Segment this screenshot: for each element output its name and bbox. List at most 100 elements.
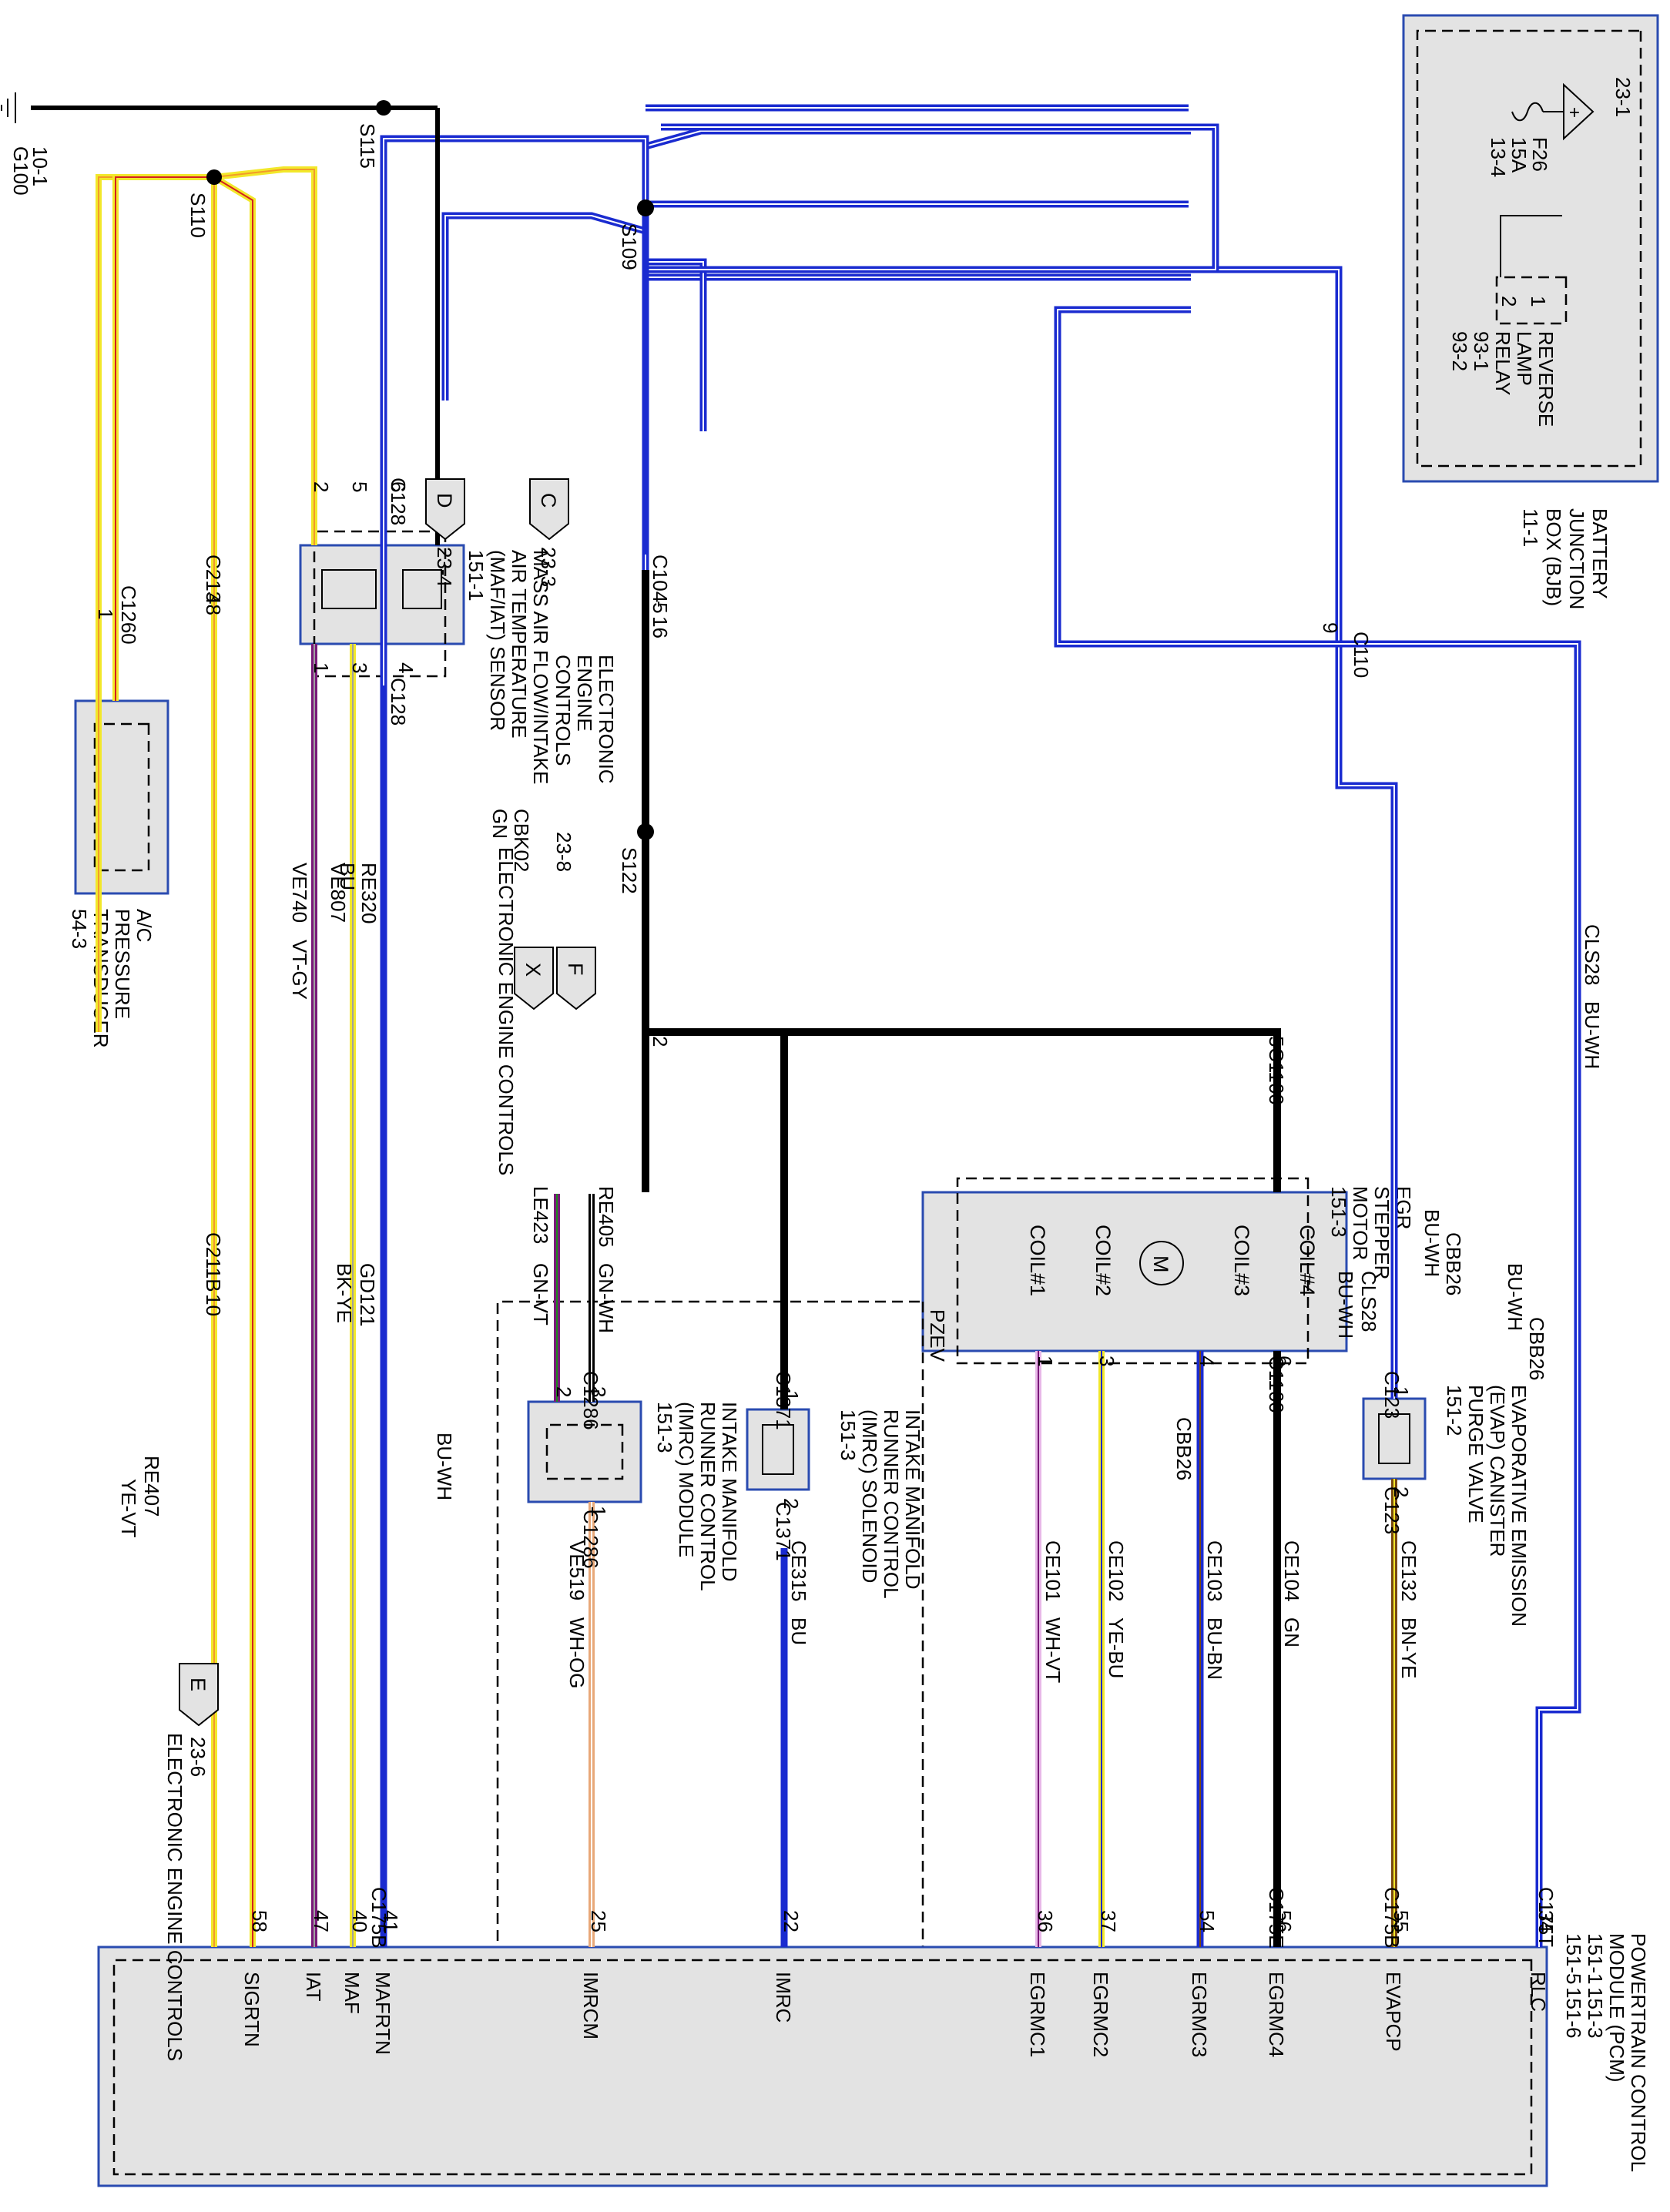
pin-pcm-54: 54 xyxy=(1195,1910,1219,1932)
ect-xf-ref: 23-8 xyxy=(552,832,575,872)
wire-label-buwh-3: BU-WH xyxy=(1334,1271,1357,1339)
ect-label-1: ELECTRONIC xyxy=(595,655,618,784)
wire-gd121 xyxy=(31,106,440,545)
wire-label-ce102: CE102 xyxy=(1105,1540,1128,1602)
egr-stepper-motor: COIL#4 COIL#3 COIL#2 COIL#1 M EGR STEPPE… xyxy=(921,1177,1415,1365)
wire-re407-sigrtn xyxy=(212,174,256,1947)
conn-c123-top: C123 xyxy=(1380,1371,1403,1419)
conn-dash: - xyxy=(649,601,672,608)
imrc-mod-label-1: INTAKE MANIFOLD xyxy=(718,1402,741,1582)
pin-imrcm-3: 3 xyxy=(587,1386,610,1397)
conn-c1371-top: C1371 xyxy=(772,1371,795,1430)
wire-label-gnwh: GN-WH xyxy=(595,1263,618,1333)
wire-label-cbb26-1: CBB26 xyxy=(1525,1317,1548,1380)
wire-label-re405: RE405 xyxy=(595,1186,618,1248)
wire-label-ve740: VE740 xyxy=(288,863,311,923)
splice-s109: S109 xyxy=(618,223,641,270)
pin-10: 10 xyxy=(202,1294,225,1316)
pin-maf-4: 4 xyxy=(394,662,417,673)
pcm-pin-evapcp: EVAPCP xyxy=(1382,1972,1405,2052)
wire-label-buwh-2: BU-WH xyxy=(1420,1209,1444,1277)
wire-label-ce101: CE101 xyxy=(1041,1540,1065,1602)
ect-flag-c: C 23-3 xyxy=(529,478,569,587)
wire-label-buwh-4: BU-WH xyxy=(433,1433,456,1500)
wire-cls28-realw xyxy=(1057,309,1578,1947)
splice-s122-dot xyxy=(637,823,654,840)
wire-label-re407-1: RE407 xyxy=(140,1456,163,1517)
fuse-label-2: 15A xyxy=(1507,137,1531,173)
conn-c175b-left: C175B xyxy=(367,1887,391,1949)
conn-c211b: C211B xyxy=(202,1232,225,1292)
fuse-icon xyxy=(1511,102,1544,122)
pcm-label-2: MODULE (PCM) xyxy=(1605,1933,1628,2083)
wire-label-bu-2: BU xyxy=(787,1617,810,1645)
imrc-mod-ref: 151-3 xyxy=(653,1402,676,1453)
wire-label-buwh-5: BU-WH xyxy=(1581,1001,1604,1069)
maf-ref: 151-1 xyxy=(464,550,488,602)
pin-48: 48 xyxy=(202,593,225,615)
wire-cbk02-s122-imrc xyxy=(646,1032,784,1409)
pcm-module: POWERTRAIN CONTROL MODULE (PCM) 151-1 15… xyxy=(97,1933,1650,2187)
thermistor-icon xyxy=(321,569,377,609)
evap-purge-valve: EVAPORATIVE EMISSION (EVAP) CANISTER PUR… xyxy=(1362,1385,1531,1627)
conn-c1371-bottom: C1371 xyxy=(772,1502,795,1561)
pin-imrcs-1: 1 xyxy=(780,1390,803,1401)
wire-label-bkye: BK-YE xyxy=(333,1263,356,1323)
coil2-label: COIL#2 xyxy=(1092,1225,1115,1296)
pcm-pin-iat: IAT xyxy=(302,1972,325,2002)
wire-label-cls28-2: CLS28 xyxy=(1581,924,1604,986)
imrc-module: INTAKE MANIFOLD RUNNER CONTROL (IMRC) MO… xyxy=(527,1400,741,1591)
conn-c1260: C1260 xyxy=(117,585,140,645)
wire-cbb26-bjb-mid xyxy=(611,266,646,481)
ect-f-letter: F xyxy=(564,963,587,976)
pcm-pin-mafrtn: MAFRTN xyxy=(371,1972,394,2055)
wire-label-cbk02-1: CBK02 xyxy=(510,809,533,872)
wire-label-yebu: YE-BU xyxy=(1105,1617,1128,1678)
ect-label-left: ELECTRONIC ENGINE CONTROLS xyxy=(495,847,518,1175)
wire-label-yevt-1: YE-VT xyxy=(117,1479,140,1538)
imrc-sol-label-2: RUNNER CONTROL xyxy=(880,1409,903,1599)
splice-s110-dot xyxy=(206,169,222,185)
wire-re407-maf xyxy=(213,166,317,545)
pcm-pin-sigrtn: SIGRTN xyxy=(240,1972,263,2047)
pin-maf-3: 3 xyxy=(348,662,371,673)
sensor-element-icon xyxy=(402,569,442,609)
wire-label-vtgy: VT-GY xyxy=(288,940,311,1000)
bjb-label-1: BATTERY xyxy=(1588,508,1611,599)
egr-label-2: STEPPER xyxy=(1370,1186,1393,1279)
ect-e-ref: 23-6 xyxy=(186,1737,210,1777)
pin-pcm-55: 55 xyxy=(1390,1910,1413,1932)
pin-pcm-36: 36 xyxy=(1034,1910,1057,1932)
pin-pcm-58: 58 xyxy=(248,1910,271,1932)
pcm-ref-2a: 151-5 xyxy=(1562,1933,1585,1985)
pzev-label: PZEV xyxy=(926,1309,949,1362)
wire-label-gnvt: GN-VT xyxy=(529,1263,552,1326)
conn-c1160-top: C1160 xyxy=(1265,1047,1288,1105)
ac-label-2: PRESSURE xyxy=(111,909,134,1019)
wire-re407-mafo xyxy=(213,169,315,545)
ect-d-letter: D xyxy=(433,493,456,508)
pcm-label-1: POWERTRAIN CONTROL xyxy=(1627,1933,1650,2172)
conn-c128-bottom: C128 xyxy=(387,678,410,726)
ect-flag-d: D 23-4 xyxy=(425,478,465,587)
pin-pcm-22: 22 xyxy=(780,1910,803,1932)
imrc-sol-label-3: (IMRC) SOLENOID xyxy=(858,1409,881,1583)
wire-cbb26-s109-down xyxy=(642,123,1219,273)
wire-label-ve807: VE807 xyxy=(327,863,350,923)
pin-maf-6: 6 xyxy=(387,481,410,492)
solenoid-icon-2 xyxy=(762,1424,794,1475)
relay-icon xyxy=(1495,276,1568,325)
wire-re407-aco xyxy=(115,176,214,701)
pcm-pin-egrmc3: EGRMC3 xyxy=(1188,1972,1211,2057)
wire-cls28 xyxy=(646,310,1191,644)
wire-cbb26-bjb-feedw xyxy=(646,107,1189,205)
pin-egr-2: 2 xyxy=(649,1036,672,1047)
ect-c-ref: 23-3 xyxy=(537,547,560,587)
wire-cbb26-d xyxy=(441,212,647,401)
splice-s110: S110 xyxy=(186,193,210,238)
wire-label-whvt: WH-VT xyxy=(1041,1617,1065,1683)
pin-ac-1: 1 xyxy=(94,608,117,619)
egr-ref: 151-3 xyxy=(1327,1186,1350,1238)
